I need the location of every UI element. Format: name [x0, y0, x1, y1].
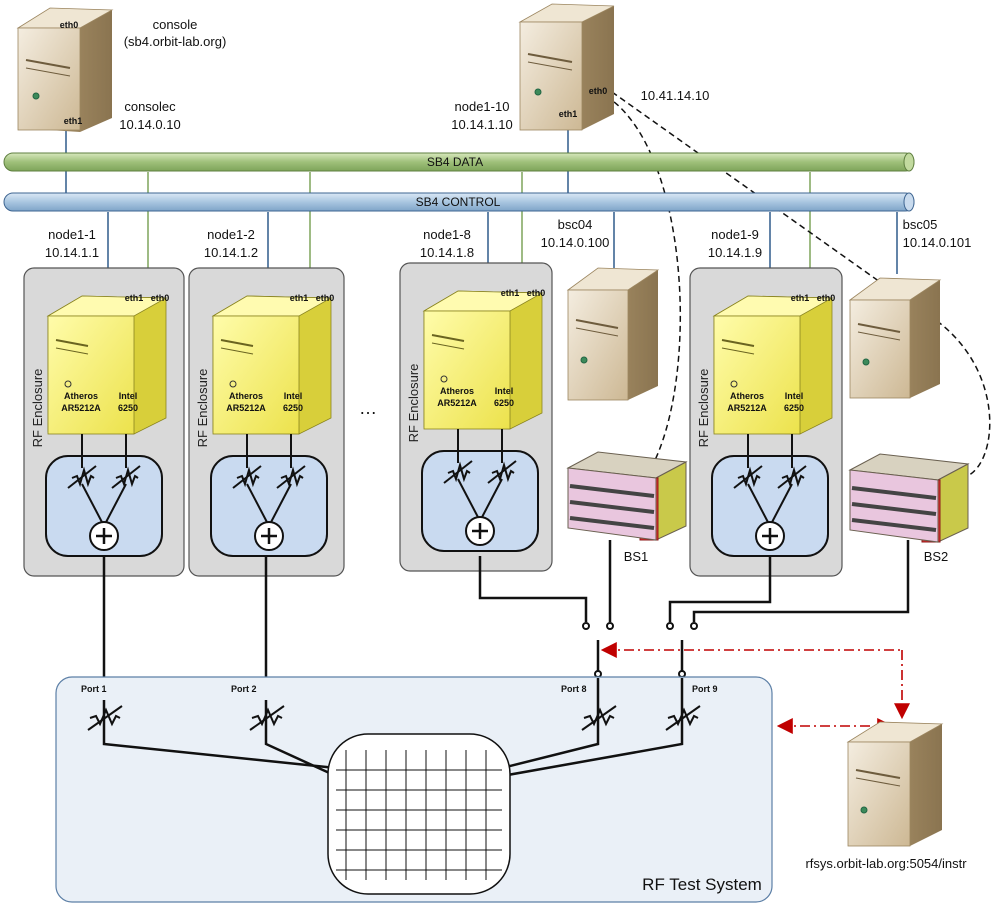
- control-bus-label: SB4 CONTROL: [416, 195, 501, 209]
- atheros-model: AR5212A: [61, 403, 101, 413]
- data-bus-label: SB4 DATA: [427, 155, 483, 169]
- rf-wiring: [102, 540, 910, 700]
- bs1-label: BS1: [624, 549, 649, 564]
- atheros-label: Atheros: [440, 386, 474, 396]
- node-ip: 10.14.1.9: [708, 245, 762, 260]
- intel-model: 6250: [494, 398, 514, 408]
- bsc04-name: bsc04: [558, 217, 593, 232]
- node-name: node1-2: [207, 227, 255, 242]
- bs2-label: BS2: [924, 549, 949, 564]
- bsc04-server-icon: [566, 267, 660, 401]
- control-links: [65, 128, 898, 274]
- atheros-label: Atheros: [730, 391, 764, 401]
- intel-label: Intel: [785, 391, 804, 401]
- console-server-icon: [16, 7, 114, 132]
- atheros-label: Atheros: [64, 391, 98, 401]
- eth0-label: eth0: [817, 293, 836, 303]
- enclosure-label: RF Enclosure: [406, 364, 421, 443]
- atheros-model: AR5212A: [226, 403, 266, 413]
- console-eth0-label: eth0: [60, 20, 79, 30]
- dashed-links: [605, 91, 991, 479]
- eth1-label: eth1: [791, 293, 810, 303]
- bsc05-name: bsc05: [903, 217, 938, 232]
- sb4-data-bus: SB4 DATA: [3, 152, 915, 172]
- atheros-model: AR5212A: [437, 398, 477, 408]
- attenuator-icons: [87, 705, 701, 731]
- enclosure-label: RF Enclosure: [696, 369, 711, 448]
- rfsys-label: rfsys.orbit-lab.org:5054/instr: [805, 856, 967, 871]
- port-9-label: Port 9: [692, 684, 718, 694]
- port-8-label: Port 8: [561, 684, 587, 694]
- rfsys-server-icon: [846, 721, 944, 847]
- node-ip: 10.14.1.2: [204, 245, 258, 260]
- node1-10-eth0-ip: 10.41.14.10: [641, 88, 710, 103]
- intel-label: Intel: [284, 391, 303, 401]
- atheros-model: AR5212A: [727, 403, 767, 413]
- enclosure-label: RF Enclosure: [195, 369, 210, 448]
- bs2-rack-icon: [848, 453, 970, 543]
- node1-10-server-icon: [518, 3, 615, 131]
- consolec-ip: 10.14.0.10: [119, 117, 180, 132]
- node1-10-eth0-label: eth0: [589, 86, 608, 96]
- eth1-label: eth1: [290, 293, 309, 303]
- node-name: node1-8: [423, 227, 471, 242]
- intel-model: 6250: [784, 403, 804, 413]
- intel-model: 6250: [118, 403, 138, 413]
- consolec-label: consolec: [124, 99, 176, 114]
- atheros-label: Atheros: [229, 391, 263, 401]
- sb4-control-bus: SB4 CONTROL: [3, 192, 915, 212]
- eth0-label: eth0: [527, 288, 546, 298]
- node-ip: 10.14.1.8: [420, 245, 474, 260]
- eth1-label: eth1: [501, 288, 520, 298]
- port-2-label: Port 2: [231, 684, 257, 694]
- bsc05-ip: 10.14.0.101: [903, 235, 972, 250]
- intel-label: Intel: [495, 386, 514, 396]
- enclosure-label: RF Enclosure: [30, 369, 45, 448]
- data-links: [147, 172, 811, 268]
- eth1-label: eth1: [125, 293, 144, 303]
- node1-10-ip: 10.14.1.10: [451, 117, 512, 132]
- node-name: node1-9: [711, 227, 759, 242]
- node1-10-eth1-label: eth1: [559, 109, 578, 119]
- console-eth1-label: eth1: [64, 116, 83, 126]
- rf-matrix-icon: [327, 733, 511, 895]
- rf-test-system-title: RF Test System: [642, 875, 762, 894]
- eth0-label: eth0: [151, 293, 170, 303]
- port-1-label: Port 1: [81, 684, 107, 694]
- intel-model: 6250: [283, 403, 303, 413]
- ellipsis: …: [359, 398, 377, 418]
- bsc04-ip: 10.14.0.100: [541, 235, 610, 250]
- console-host: (sb4.orbit-lab.org): [124, 34, 227, 49]
- node1-10-name: node1-10: [455, 99, 510, 114]
- console-name: console: [153, 17, 198, 32]
- node-name: node1-1: [48, 227, 96, 242]
- control-arrows: [600, 642, 910, 734]
- bsc05-server-icon: [848, 277, 942, 399]
- eth0-label: eth0: [316, 293, 335, 303]
- intel-label: Intel: [119, 391, 138, 401]
- bs1-rack-icon: [566, 451, 688, 541]
- node-ip: 10.14.1.1: [45, 245, 99, 260]
